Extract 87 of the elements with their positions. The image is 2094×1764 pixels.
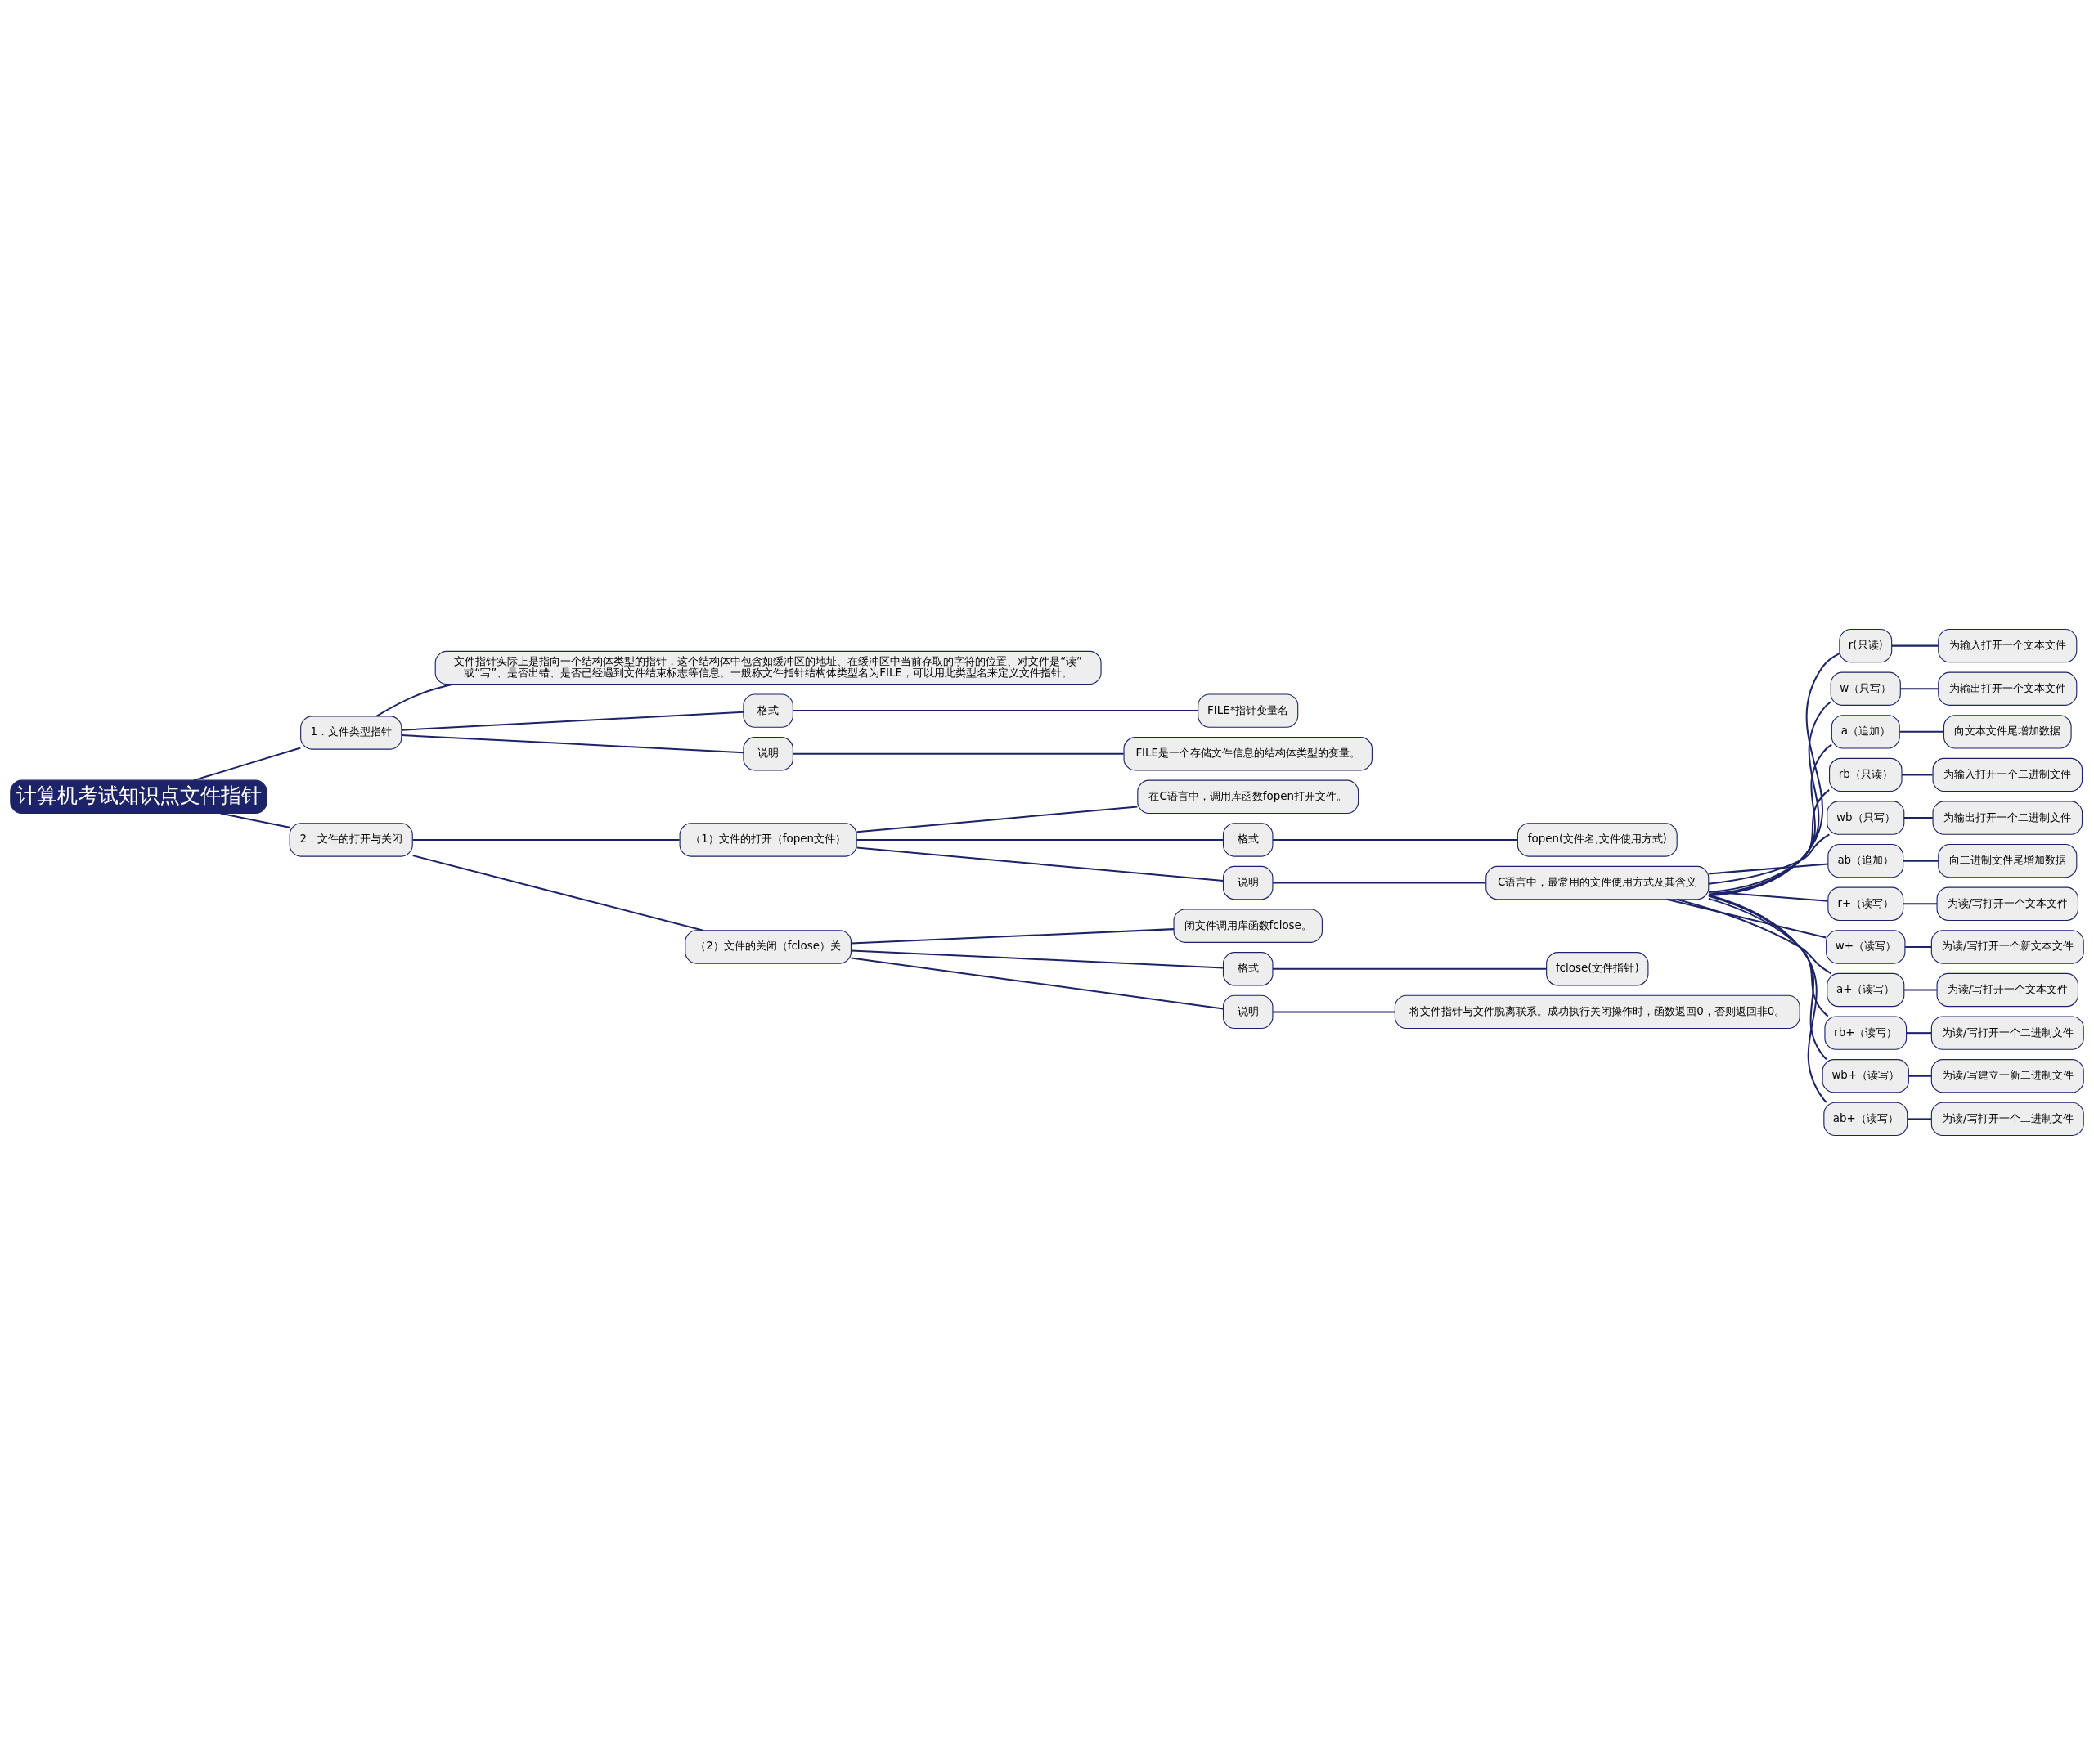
node-box: 将文件指针与文件脱离联系。成功执行关闭操作时，函数返回0，否则返回非0。 xyxy=(1394,994,1800,1029)
connector xyxy=(1709,890,1828,902)
node-box: 为输出打开一个文本文件 xyxy=(1938,671,2078,706)
node-box: fclose(文件指针) xyxy=(1546,951,1649,985)
connector xyxy=(1708,897,1829,1017)
connector xyxy=(1273,1010,1395,1012)
connector xyxy=(1666,898,1827,939)
connector xyxy=(1708,652,1840,896)
connector xyxy=(1900,687,1939,689)
connector xyxy=(851,957,1224,1009)
connector xyxy=(1708,701,1831,896)
node-box: 为读/写打开一个二进制文件 xyxy=(1930,1015,2084,1050)
connector xyxy=(1905,945,1932,948)
node-box: ab（追加） xyxy=(1827,843,1904,878)
node-box: w+（读写） xyxy=(1826,929,1906,964)
node-box: rb+（读写） xyxy=(1824,1015,1908,1050)
connector xyxy=(793,709,1198,711)
node-box: 为读/写打开一个新文本文件 xyxy=(1930,929,2084,964)
node-box: 向文本文件尾增加数据 xyxy=(1943,714,2072,749)
node-box: 为读/写打开一个文本文件 xyxy=(1936,972,2079,1007)
connector xyxy=(1907,1117,1932,1120)
node-box: 计算机考试知识点文件指针 xyxy=(10,779,267,814)
connector xyxy=(1902,773,1933,775)
node-box: 为读/写打开一个文本文件 xyxy=(1936,886,2079,921)
node-box: 为输入打开一个文本文件 xyxy=(1938,628,2078,662)
connector xyxy=(402,711,744,731)
node-box: 在C语言中，调用库函数fopen打开文件。 xyxy=(1137,779,1359,814)
connector xyxy=(1891,644,1939,647)
connector xyxy=(376,683,453,717)
connector xyxy=(1709,862,1828,874)
connector xyxy=(193,747,301,781)
node-box: 向二进制文件尾增加数据 xyxy=(1938,843,2078,878)
connector xyxy=(220,812,290,828)
node-box: ab+（读写） xyxy=(1823,1102,1908,1136)
node-box: （2）文件的关闭（fclose）关 xyxy=(685,929,852,964)
connector xyxy=(856,846,1224,882)
node-box: FILE*指针变量名 xyxy=(1198,693,1299,728)
node-box: 文件指针实际上是指向一个结构体类型的指针，这个结构体中包含如缓冲区的地址、在缓冲区中当前存取的字符的位置、对文件是“读”或“写”、是否出错、是否已经遇到文件结束标志等信息。一般称文件指针结构体类型名为FILE，可以用此类型名来定义文件指针。 xyxy=(434,650,1102,685)
connector xyxy=(1903,860,1939,862)
connector xyxy=(1273,838,1518,841)
node-box: C语言中，最常用的文件使用方式及其含义 xyxy=(1485,865,1710,900)
node-box: 1．文件类型指针 xyxy=(300,715,402,750)
connector xyxy=(402,734,744,753)
connector xyxy=(412,854,703,931)
node-box: r(只读) xyxy=(1839,628,1893,662)
node-box: 说明 xyxy=(1222,994,1274,1029)
node-box: （1）文件的打开（fopen文件） xyxy=(679,822,857,857)
node-box: 为输入打开一个二进制文件 xyxy=(1932,757,2083,792)
node-box: w（只写） xyxy=(1830,671,1901,706)
node-box: 2．文件的打开与关闭 xyxy=(289,822,413,857)
connector xyxy=(1708,895,1827,1060)
node-box: a（追加） xyxy=(1831,714,1900,749)
node-box: 说明 xyxy=(743,736,793,770)
node-box: 为输出打开一个二进制文件 xyxy=(1932,800,2083,835)
node-box: 闭文件调用库函数fclose。 xyxy=(1173,908,1323,943)
node-box: 为读/写打开一个二进制文件 xyxy=(1930,1102,2084,1136)
connector xyxy=(1903,902,1938,904)
node-box: 格式 xyxy=(1222,951,1274,985)
connector xyxy=(1899,730,1944,733)
node-box: rb（只读） xyxy=(1829,757,1903,792)
node-box: a+（读写） xyxy=(1827,972,1905,1007)
node-box: fopen(文件名,文件使用方式) xyxy=(1517,822,1678,857)
node-box: r+（读写） xyxy=(1827,886,1904,921)
node-box: 为读/写建立一新二进制文件 xyxy=(1930,1058,2084,1093)
connector xyxy=(1906,1031,1932,1034)
node-box: wb（只写） xyxy=(1827,800,1905,835)
connector xyxy=(1273,882,1486,884)
connector xyxy=(856,805,1138,833)
connector xyxy=(1708,833,1830,885)
node-box: wb+（读写） xyxy=(1822,1058,1909,1093)
connector xyxy=(1908,1075,1932,1077)
node-box: 说明 xyxy=(1222,865,1274,900)
node-box: 格式 xyxy=(743,693,793,728)
connector xyxy=(851,949,1224,968)
connector xyxy=(793,752,1124,755)
connector xyxy=(412,838,680,841)
connector xyxy=(1903,989,1937,991)
connector xyxy=(851,927,1175,944)
connector xyxy=(1903,816,1933,819)
node-box: 格式 xyxy=(1222,822,1274,857)
connector xyxy=(1676,898,1832,974)
connector xyxy=(1708,894,1827,1103)
connector xyxy=(1708,788,1830,893)
connector xyxy=(1708,743,1832,895)
connector xyxy=(856,838,1224,841)
node-box: FILE是一个存储文件信息的结构体类型的变量。 xyxy=(1123,736,1373,770)
connector xyxy=(1273,967,1547,970)
